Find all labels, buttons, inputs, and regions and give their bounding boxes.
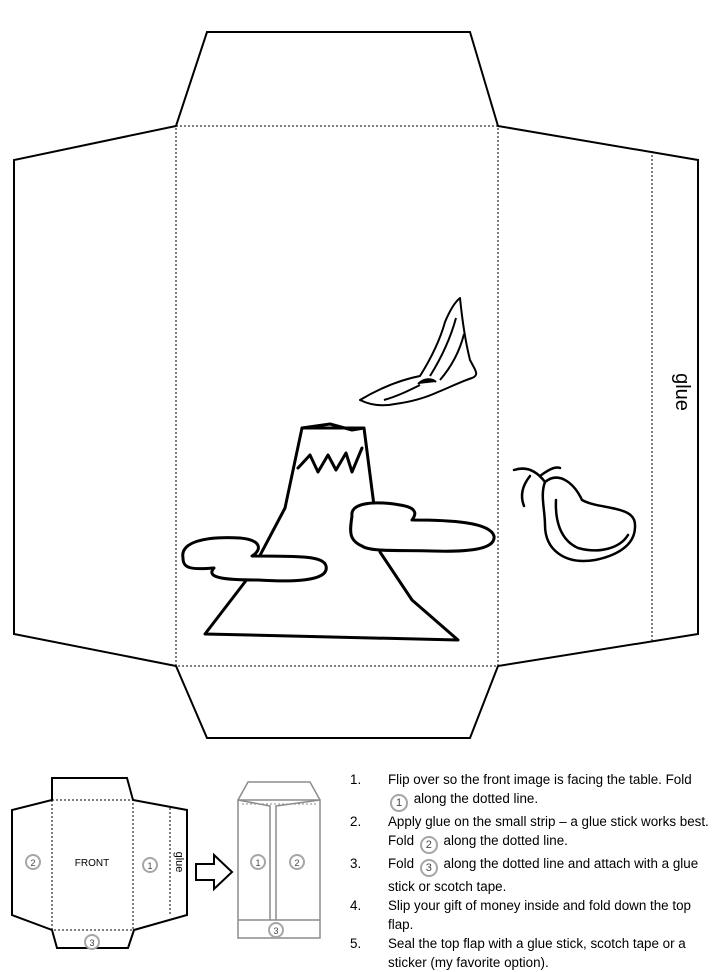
folded-envelope-diagram bbox=[237, 781, 321, 939]
instruction-step-3: 3. Fold 3 along the dotted line and atta… bbox=[350, 854, 712, 896]
step-text: Slip your gift of money inside and fold … bbox=[388, 898, 691, 932]
instruction-step-1: 1. Flip over so the front image is facin… bbox=[350, 770, 712, 812]
arrow-right-icon bbox=[195, 852, 234, 892]
fold-number-badge: 1 bbox=[390, 794, 408, 812]
folded-marker-2: 2 bbox=[289, 854, 305, 870]
fold-number-badge: 3 bbox=[419, 859, 438, 877]
folded-marker-3: 3 bbox=[268, 922, 284, 938]
fold-lines bbox=[175, 125, 653, 667]
step-text: Apply glue on the small strip – a glue s… bbox=[388, 814, 709, 848]
flat-glue-label: glue bbox=[173, 852, 185, 873]
mountain-illustration bbox=[181, 422, 496, 642]
step-text-continued: along the dotted line and attach with a … bbox=[388, 856, 699, 894]
front-label: FRONT bbox=[75, 858, 109, 869]
fold-marker-3: 3 bbox=[84, 934, 100, 950]
step-text: Flip over so the front image is facing t… bbox=[388, 772, 692, 787]
step-text: Fold bbox=[388, 856, 415, 871]
envelope-template: glue bbox=[13, 31, 699, 739]
step-text: Seal the top flap with a glue stick, sco… bbox=[388, 936, 686, 970]
svg-text:2: 2 bbox=[30, 858, 35, 868]
svg-text:1: 1 bbox=[147, 861, 152, 871]
step-text-continued: along the dotted line. bbox=[413, 791, 539, 806]
svg-text:2: 2 bbox=[294, 858, 299, 868]
glue-label: glue bbox=[671, 373, 693, 411]
svg-text:3: 3 bbox=[89, 938, 94, 948]
eggplant-illustration bbox=[512, 466, 637, 563]
instruction-step-5: 5. Seal the top flap with a glue stick, … bbox=[350, 934, 712, 972]
step-number: 2. bbox=[350, 814, 362, 829]
fold-number-badge: 2 bbox=[419, 836, 438, 854]
fold-marker-1: 1 bbox=[142, 857, 158, 873]
step-number: 4. bbox=[350, 898, 362, 913]
flat-template-diagram: FRONT glue 2 1 3 bbox=[11, 777, 188, 950]
svg-text:3: 3 bbox=[273, 926, 278, 936]
instructions-list: 1. Flip over so the front image is facin… bbox=[350, 770, 712, 972]
instruction-step-2: 2. Apply glue on the small strip – a glu… bbox=[350, 812, 712, 854]
eagle-illustration bbox=[359, 297, 478, 407]
step-number: 5. bbox=[350, 936, 362, 951]
step-text-continued: along the dotted line. bbox=[443, 833, 568, 848]
fold-marker-2: 2 bbox=[25, 854, 41, 870]
svg-text:1: 1 bbox=[255, 858, 260, 868]
folded-marker-1: 1 bbox=[250, 854, 266, 870]
instruction-step-4: 4. Slip your gift of money inside and fo… bbox=[350, 896, 712, 934]
step-number: 3. bbox=[350, 856, 362, 871]
step-number: 1. bbox=[350, 772, 362, 787]
